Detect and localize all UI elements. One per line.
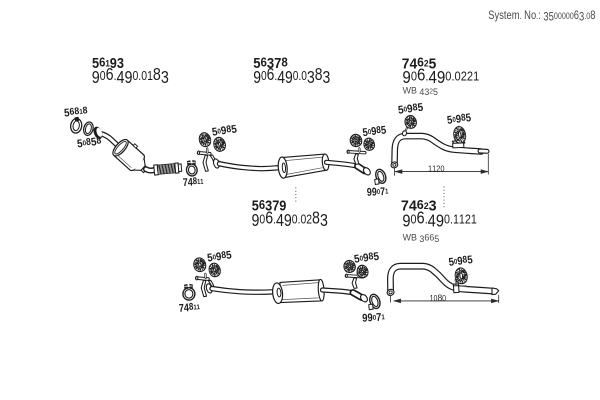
svg-text:56379: 56379 (252, 197, 287, 214)
svg-text:906.490.1121: 906.490.1121 (402, 210, 476, 231)
svg-text:906.490.0221: 906.490.0221 (402, 65, 479, 87)
svg-text:WB 3665: WB 3665 (403, 232, 440, 244)
svg-text:50985: 50985 (448, 253, 474, 269)
svg-text:50985: 50985 (397, 101, 424, 117)
svg-text:WB 4325: WB 4325 (403, 85, 438, 97)
svg-text:System. No.: 350000063.08: System. No.: 350000063.08 (488, 10, 595, 24)
svg-text:56193: 56193 (92, 54, 124, 71)
svg-text:74623: 74623 (401, 197, 437, 215)
svg-text:50985: 50985 (206, 249, 232, 265)
svg-text:74811: 74811 (182, 175, 204, 190)
svg-text:50985: 50985 (362, 123, 387, 139)
svg-text:1080: 1080 (430, 292, 447, 302)
svg-text:50985: 50985 (211, 123, 238, 139)
svg-text:56378: 56378 (253, 54, 288, 71)
svg-text:50985: 50985 (446, 111, 472, 127)
svg-text:50858: 50858 (76, 135, 102, 151)
svg-text:56818: 56818 (64, 105, 89, 120)
svg-text:74625: 74625 (402, 55, 437, 72)
svg-text:99071: 99071 (367, 186, 390, 199)
svg-text:99071: 99071 (362, 312, 385, 325)
svg-text:74811: 74811 (178, 300, 200, 315)
svg-text:906.490.0383: 906.490.0383 (253, 66, 330, 88)
svg-text:906.490.0283: 906.490.0283 (252, 209, 329, 230)
svg-text:906.490.0183: 906.490.0183 (92, 66, 169, 87)
svg-text:50985: 50985 (353, 250, 380, 266)
svg-text:1120: 1120 (428, 164, 445, 173)
